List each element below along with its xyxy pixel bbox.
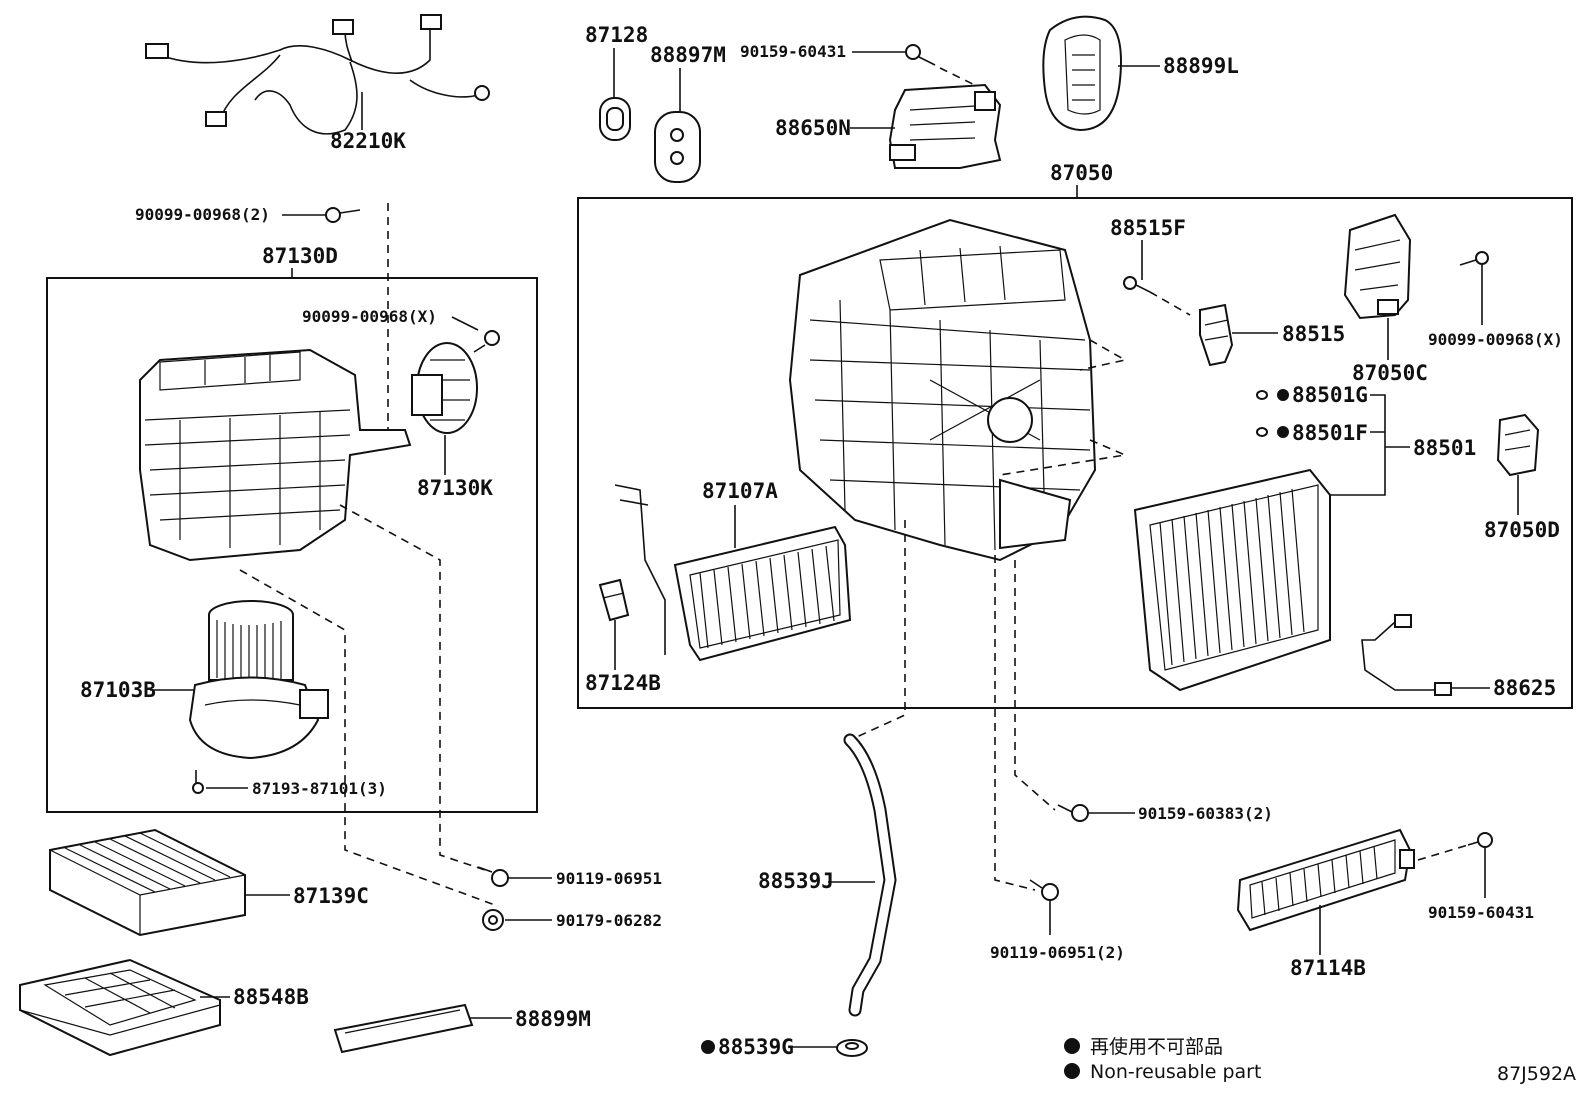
label-88899L: 88899L xyxy=(1163,54,1239,78)
evaporator-88501 xyxy=(1133,468,1331,692)
bolt-88515F xyxy=(1123,276,1151,293)
label-87050D: 87050D xyxy=(1484,518,1560,542)
label-87130K: 87130K xyxy=(417,476,493,500)
damper-servo-87050C xyxy=(1343,213,1412,320)
label-90099-00968-X-left: 90099-00968(X) xyxy=(302,307,437,326)
label-88515: 88515 xyxy=(1282,322,1345,346)
bolt-90159-60383-2 xyxy=(1057,804,1089,822)
label-88539J: 88539J xyxy=(758,869,834,893)
label-88501G: 88501G xyxy=(1292,383,1368,407)
sensor-88625 xyxy=(1361,614,1452,696)
expansion-valve-88515 xyxy=(1199,303,1234,367)
clamp-87124B xyxy=(598,578,630,622)
label-90159-60431-right: 90159-60431 xyxy=(1428,903,1534,922)
legend-en: Non-reusable part xyxy=(1090,1061,1261,1083)
strip-88899M xyxy=(333,1003,474,1054)
wire-harness-82210K xyxy=(145,14,490,135)
filter-87139C xyxy=(49,828,246,937)
label-87128: 87128 xyxy=(585,23,648,47)
label-88625: 88625 xyxy=(1493,676,1556,700)
screw-87193-87101-3 xyxy=(192,770,204,794)
label-88899M: 88899M xyxy=(515,1007,591,1031)
blower-motor-87103B xyxy=(188,600,329,760)
label-88650N: 88650N xyxy=(775,116,851,140)
label-87050C: 87050C xyxy=(1352,361,1428,385)
label-88501: 88501 xyxy=(1413,436,1476,460)
o-ring-88501F xyxy=(1256,426,1289,438)
label-88897M: 88897M xyxy=(650,43,726,67)
bolt-90099-00968-X-right xyxy=(1459,251,1489,266)
servo-87050D xyxy=(1496,413,1540,477)
hvac-case-87050 xyxy=(788,218,1097,562)
legend: 再使用不可部品 Non-reusable part xyxy=(1064,1036,1261,1083)
label-87107A: 87107A xyxy=(702,479,778,503)
label-87130D: 87130D xyxy=(262,244,338,268)
label-88501F: 88501F xyxy=(1292,421,1368,445)
diagram-code: 87J592A xyxy=(1497,1063,1576,1085)
bolt-90099-00968-2 xyxy=(325,207,361,223)
nut-90179-06282 xyxy=(482,909,504,931)
module-88650N xyxy=(888,83,1002,169)
group-box-87050 xyxy=(577,197,1573,709)
grommet-88539G xyxy=(836,1039,868,1057)
label-87139C: 87139C xyxy=(293,884,369,908)
bolt-90159-60431-right xyxy=(1467,832,1493,848)
label-87193-87101-3: 87193-87101(3) xyxy=(252,779,387,798)
blower-case-87130D xyxy=(139,348,412,562)
label-90179-06282: 90179-06282 xyxy=(556,911,662,930)
legend-jp: 再使用不可部品 xyxy=(1090,1036,1223,1058)
label-90159-60431-top: 90159-60431 xyxy=(740,42,846,61)
o-ring-88501G xyxy=(1256,389,1289,401)
label-87050: 87050 xyxy=(1050,161,1113,185)
label-90159-60383-2: 90159-60383(2) xyxy=(1138,804,1273,823)
drain-hose-88539J xyxy=(843,733,897,1017)
label-88515F: 88515F xyxy=(1110,216,1186,240)
tray-88548B xyxy=(19,958,221,1057)
label-87103B: 87103B xyxy=(80,678,156,702)
label-88539G: 88539G xyxy=(718,1035,794,1059)
bolt-90159-60431-top xyxy=(905,44,936,66)
grommet-87128 xyxy=(599,97,631,141)
label-90099-00968-2: 90099-00968(2) xyxy=(135,205,270,224)
label-90099-00968-X-right: 90099-00968(X) xyxy=(1428,330,1563,349)
label-88548B: 88548B xyxy=(233,985,309,1009)
blower-motor-control-87130K xyxy=(411,342,478,434)
grille-87114B xyxy=(1236,828,1415,932)
label-87114B: 87114B xyxy=(1290,956,1366,980)
pad-88897M xyxy=(654,111,701,183)
label-90119-06951: 90119-06951 xyxy=(556,869,662,888)
label-90119-06951-2: 90119-06951(2) xyxy=(990,943,1125,962)
heater-core-87107A xyxy=(614,484,852,662)
cover-88899L xyxy=(1042,15,1122,132)
label-82210K: 82210K xyxy=(330,129,406,153)
bolt-90099-00968-X-left xyxy=(473,330,500,353)
label-87124B: 87124B xyxy=(585,671,661,695)
